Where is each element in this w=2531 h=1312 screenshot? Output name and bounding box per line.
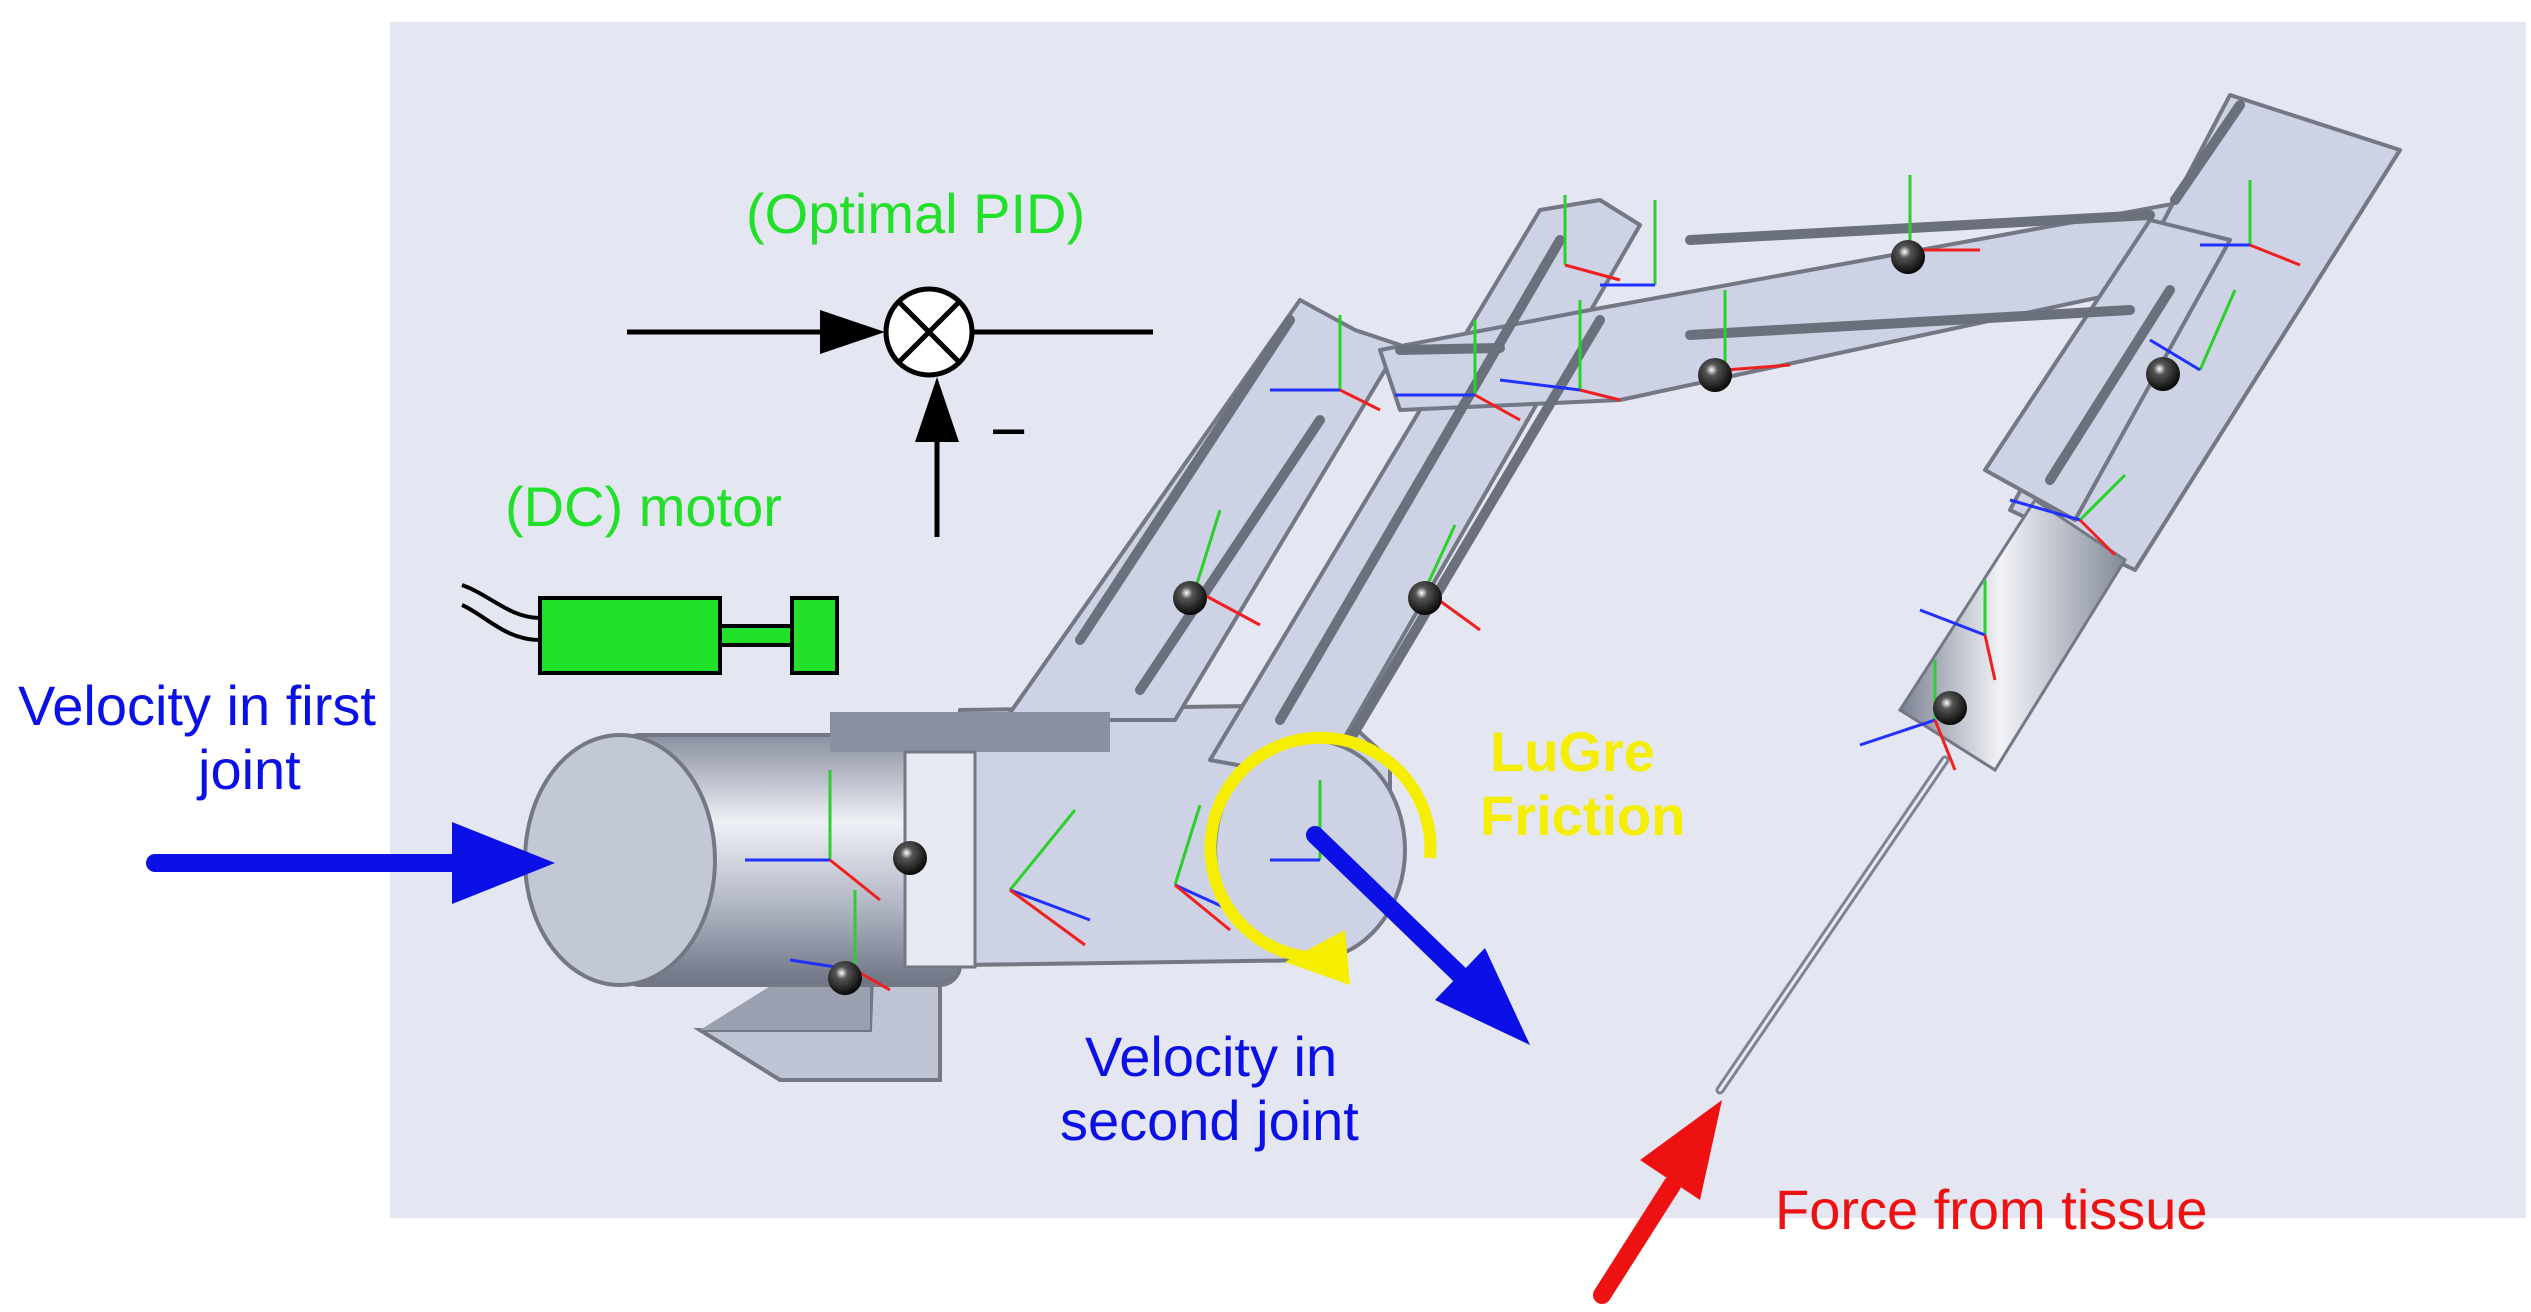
joint-marker-icon — [1933, 691, 1967, 725]
coordinate-frame-icon — [2009, 473, 2127, 557]
tissue-force-arrow — [1593, 1100, 1722, 1304]
velocity-first-joint-line1: Velocity in first — [18, 674, 376, 737]
lugre-friction-line2: Friction — [1480, 784, 1686, 848]
velocity-second-joint-line2: second joint — [1060, 1089, 1359, 1153]
coordinate-frame-icon — [1919, 580, 1997, 681]
coordinate-frame-icon — [2149, 289, 2237, 372]
optimal-pid-label: (Optimal PID) — [746, 182, 1086, 245]
coordinate-frame-icon — [1395, 320, 1521, 422]
joint-markers — [828, 240, 2180, 995]
lugre-friction-arrow — [1204, 731, 1437, 985]
coordinate-frame-icon — [1270, 315, 1381, 412]
lugre-friction-label: LuGre Friction — [1480, 720, 1685, 849]
joint-marker-icon — [2146, 357, 2180, 391]
coordinate-frame-icon — [1563, 195, 1621, 282]
lugre-friction-line1: LuGre — [1490, 720, 1655, 783]
coordinate-frame-icon — [1499, 300, 1621, 402]
joint-marker-icon — [893, 841, 927, 875]
coordinate-frame-icon — [1723, 290, 1791, 372]
coordinate-frame-icon — [745, 770, 881, 902]
link-rails — [1075, 100, 2245, 745]
joint-marker-icon — [828, 961, 862, 995]
feedback-minus-sign: − — [990, 395, 1028, 467]
velocity-first-joint-line2: joint — [198, 738, 301, 802]
second-joint-velocity-arrow — [1306, 826, 1530, 1045]
velocity-first-joint-label: Velocity in first joint — [18, 674, 376, 803]
joint-marker-icon — [1408, 581, 1442, 615]
coordinate-frame-icon — [1008, 809, 1091, 947]
dc-motor-icon — [461, 583, 839, 675]
joint-marker-icon — [1173, 581, 1207, 615]
coordinate-frame-icon — [1600, 200, 1657, 287]
first-joint-velocity-arrow — [146, 822, 555, 904]
summing-junction-icon — [627, 286, 1153, 537]
velocity-second-joint-line1: Velocity in — [1085, 1025, 1338, 1088]
mechanism-links — [958, 93, 2402, 967]
dc-motor-label: (DC) motor — [505, 475, 782, 538]
joint-marker-icon — [1698, 358, 1732, 392]
velocity-second-joint-label: Velocity in second joint — [1060, 1025, 1359, 1154]
joint-marker-icon — [1891, 240, 1925, 274]
force-from-tissue-label: Force from tissue — [1775, 1178, 2208, 1241]
coordinate-frame-icon — [2200, 180, 2301, 267]
